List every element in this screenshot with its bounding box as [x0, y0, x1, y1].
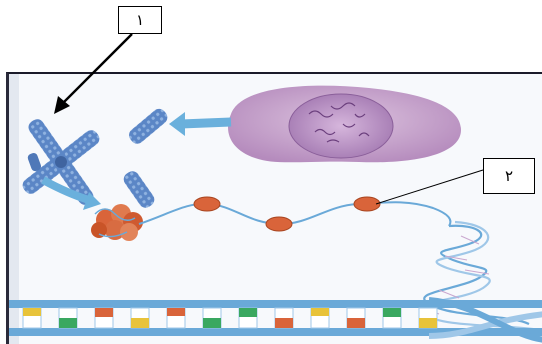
- label-box-2: ٢: [483, 158, 535, 194]
- arrowhead-cell-to-chromosome: [169, 112, 185, 136]
- nucleosome-icon: [194, 197, 380, 231]
- arrow-cell-to-chromosome: [181, 122, 231, 124]
- figure-drawing: [9, 74, 542, 344]
- label-2-text: ٢: [505, 167, 513, 185]
- label-box-1: ١: [118, 6, 162, 34]
- base-pairs: [23, 308, 437, 328]
- chromosome-arm-top-right: [126, 106, 170, 147]
- dna-figure: [6, 72, 542, 344]
- dna-string: [139, 202, 450, 226]
- label-1-text: ١: [136, 11, 144, 29]
- chromatin-cluster-icon: [91, 204, 143, 241]
- chromosome-arm-bottom-right: [121, 168, 157, 210]
- nucleus-icon: [289, 94, 393, 158]
- dna-ladder-icon: [9, 300, 542, 340]
